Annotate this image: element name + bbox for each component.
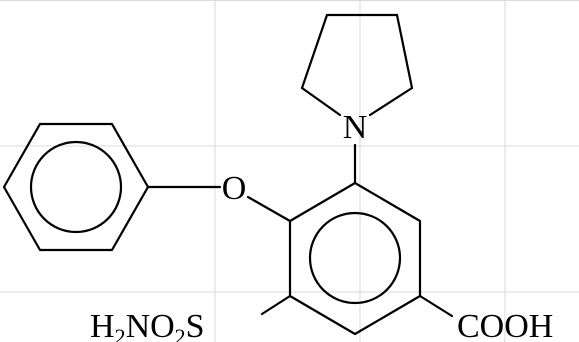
oxygen-label: O [222, 170, 247, 207]
sulfonamide-no: NO [126, 308, 175, 342]
pyrrolidine-ring [300, 13, 414, 117]
bond-ring-sulfonamide [260, 294, 292, 316]
bond-ring-carboxyl [418, 294, 454, 318]
sulfonamide-h-subscript: 2 [115, 324, 126, 342]
central-benzene-ring [288, 181, 422, 336]
nitrogen-label: N [343, 109, 368, 146]
phenyl-ring [2, 122, 150, 252]
sulfonamide-s: S [186, 308, 205, 342]
sulfonamide-h: H [90, 308, 115, 342]
sulfonamide-o-subscript: 2 [175, 324, 186, 342]
carboxyl-label: COOH [457, 308, 553, 342]
sulfonamide-label: H2NO2S [90, 308, 205, 342]
bond-oxygen-ring [246, 195, 292, 223]
